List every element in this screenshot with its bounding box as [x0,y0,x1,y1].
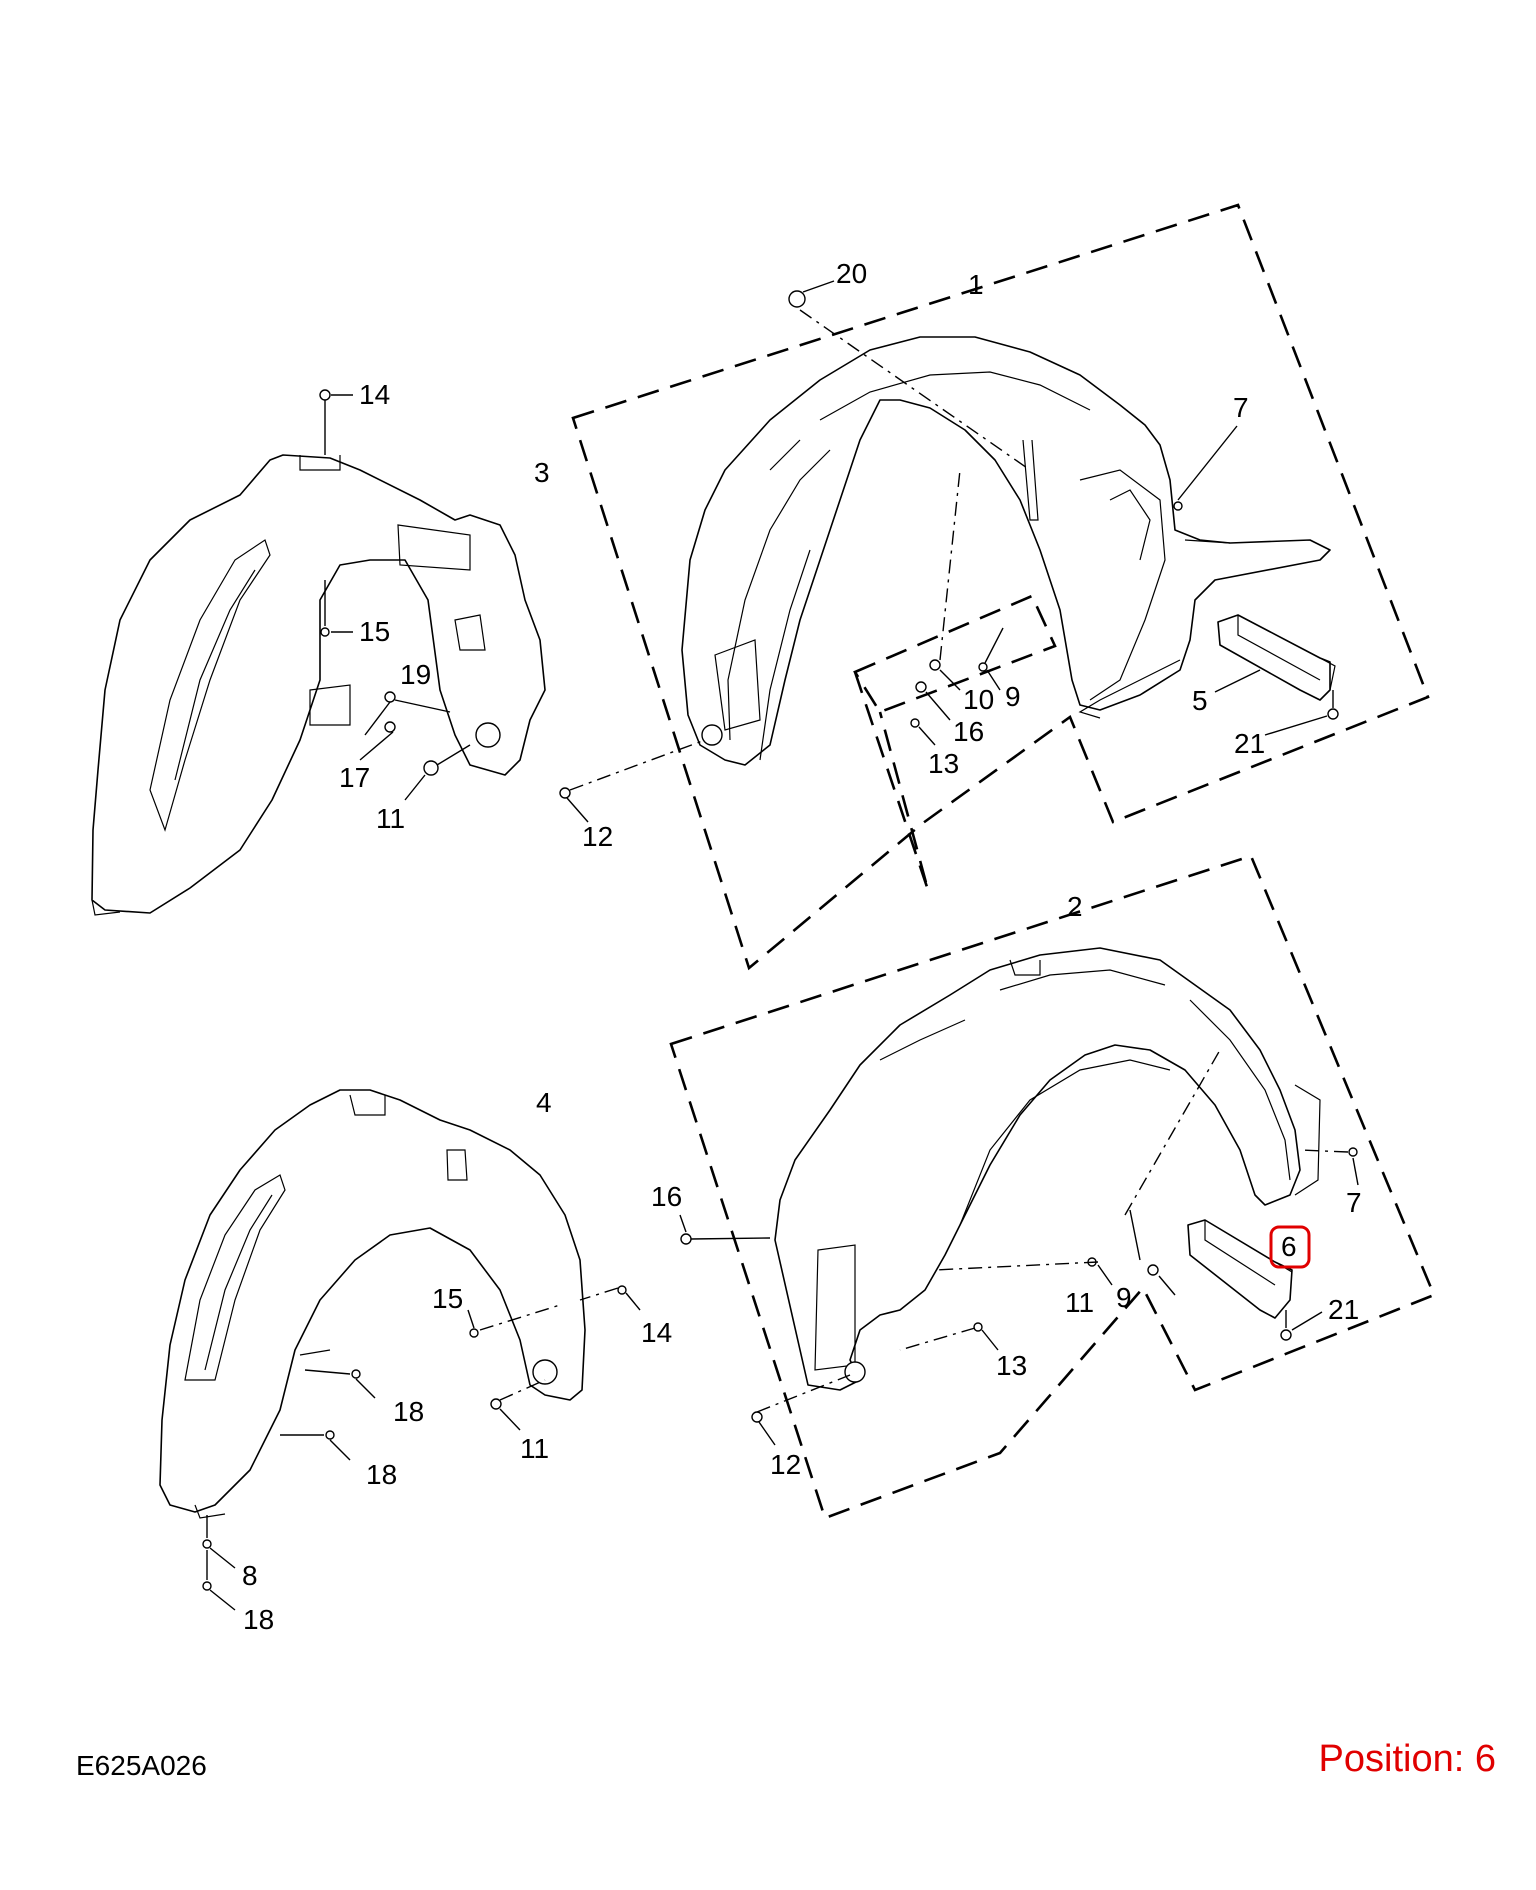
callout-11-bottom-left: 11 [520,1433,549,1464]
callout-21-bottom: 21 [1328,1294,1359,1325]
group-box-sub-2 [853,671,930,891]
callout-20: 20 [836,258,867,289]
callout-3: 3 [534,457,550,488]
leader-lines [206,280,1359,1611]
part-5-bracket [1217,614,1336,701]
part-6-bracket [1187,1219,1293,1319]
part-2-wheel-liner [774,947,1321,1391]
callout-4: 4 [536,1087,552,1118]
callout-16-bottom: 16 [651,1181,682,1212]
callout-6: 6 [1281,1231,1297,1262]
callout-12-bottom: 12 [770,1449,801,1480]
callout-7-top: 7 [1233,392,1249,423]
callout-21-top: 21 [1234,728,1265,759]
callout-12-top: 12 [582,821,613,852]
callout-14-bottom: 14 [641,1317,672,1348]
callout-labels: 1 2 3 4 5 6 7 7 8 9 9 10 11 11 11 12 12 … [242,258,1362,1635]
part-3-wheel-liner [91,454,546,916]
callout-15-top: 15 [359,616,390,647]
group-box-2 [669,854,1436,1520]
part-4-wheel-liner [159,1089,586,1519]
callout-1: 1 [968,269,984,300]
callout-9-top: 9 [1005,681,1021,712]
callout-10: 10 [963,684,994,715]
part-1-wheel-liner [681,336,1331,766]
callout-2: 2 [1067,891,1083,922]
callout-13-top: 13 [928,748,959,779]
callout-19: 19 [400,659,431,690]
callout-9-bottom: 9 [1116,1282,1132,1313]
callout-18-lower: 18 [243,1604,274,1635]
callout-17: 17 [339,762,370,793]
position-indicator: Position: 6 [1318,1738,1496,1780]
callout-15-bottom: 15 [432,1283,463,1314]
callout-11-top: 11 [376,803,405,834]
callout-16-top: 16 [953,716,984,747]
diagram-code: E625A026 [76,1750,207,1781]
highlight-box [1269,1225,1311,1269]
callout-11-bottom-right: 11 [1065,1287,1094,1318]
callout-18-upper: 18 [393,1396,424,1427]
callout-18-middle: 18 [366,1459,397,1490]
callout-13-bottom: 13 [996,1350,1027,1381]
callout-14-top: 14 [359,379,390,410]
group-box-1 [571,203,1430,971]
callout-8: 8 [242,1560,258,1591]
callout-7-bottom: 7 [1346,1187,1362,1218]
callout-5: 5 [1192,685,1208,716]
group-box-sub-1 [853,594,1057,714]
